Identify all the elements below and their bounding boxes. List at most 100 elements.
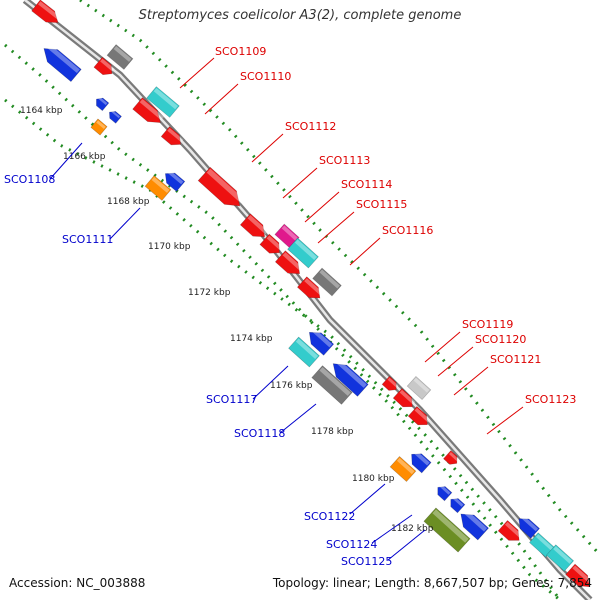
gene-feature-highlight-31 xyxy=(413,450,430,466)
gene-feature-highlight-6 xyxy=(111,110,121,119)
reverse-gene-leader-line xyxy=(252,365,289,400)
gene-feature-1[interactable] xyxy=(31,0,63,28)
ruler-tick-label: 1176 kbp xyxy=(270,381,313,391)
forward-gene-label[interactable]: SCO1120 xyxy=(475,333,526,346)
gene-feature-3[interactable] xyxy=(93,56,116,79)
forward-gene-leader-line xyxy=(204,83,239,115)
dotted-guide-line-3 xyxy=(79,0,600,556)
gene-feature-13[interactable] xyxy=(197,166,246,212)
forward-gene-label[interactable]: SCO1112 xyxy=(285,120,336,133)
reverse-gene-label[interactable]: SCO1117 xyxy=(206,393,257,406)
forward-gene-label[interactable]: SCO1110 xyxy=(240,70,291,83)
gene-feature-highlight-9 xyxy=(139,99,164,121)
gene-feature-35[interactable] xyxy=(423,507,471,553)
forward-gene-label[interactable]: SCO1113 xyxy=(319,154,370,167)
gene-feature-40[interactable] xyxy=(565,563,595,592)
forward-gene-leader-line xyxy=(304,191,340,223)
gene-feature-21[interactable] xyxy=(288,336,320,368)
reverse-gene-leader-line xyxy=(279,403,317,434)
reverse-gene-label[interactable]: SCO1118 xyxy=(234,427,285,440)
gene-feature-highlight-40 xyxy=(572,565,593,585)
forward-gene-leader-line xyxy=(349,237,381,266)
gene-feature-highlight-28 xyxy=(414,407,431,423)
gene-feature-37[interactable] xyxy=(514,514,540,539)
forward-gene-label[interactable]: SCO1116 xyxy=(382,224,433,237)
gene-feature-27[interactable] xyxy=(392,388,417,411)
reverse-gene-leader-line xyxy=(371,514,413,544)
reverse-gene-label[interactable]: SCO1122 xyxy=(304,510,355,523)
gene-feature-14[interactable] xyxy=(239,213,269,243)
gene-feature-20[interactable] xyxy=(312,267,342,297)
gene-feature-36[interactable] xyxy=(497,520,524,545)
forward-gene-label[interactable]: SCO1109 xyxy=(215,45,266,58)
gene-feature-9[interactable] xyxy=(132,97,166,129)
gene-feature-highlight-30 xyxy=(396,457,415,475)
gene-feature-highlight-1 xyxy=(38,1,61,21)
gene-feature-highlight-24 xyxy=(335,359,367,388)
ruler-tick-label: 1178 kbp xyxy=(311,427,354,437)
reverse-gene-leader-line xyxy=(349,483,386,515)
gene-feature-highlight-5 xyxy=(98,96,108,106)
forward-gene-label[interactable]: SCO1121 xyxy=(490,353,541,366)
gene-feature-highlight-10 xyxy=(167,128,184,143)
gene-feature-12[interactable] xyxy=(161,169,186,192)
gene-feature-31[interactable] xyxy=(407,449,432,474)
gene-feature-7[interactable] xyxy=(90,118,108,136)
gene-feature-highlight-35 xyxy=(432,509,469,543)
gene-feature-highlight-8 xyxy=(153,88,178,110)
gene-feature-22[interactable] xyxy=(304,327,335,356)
reverse-gene-label[interactable]: SCO1124 xyxy=(326,538,377,551)
reverse-gene-label[interactable]: SCO1125 xyxy=(341,555,392,568)
gene-feature-10[interactable] xyxy=(160,126,185,150)
gene-feature-highlight-34 xyxy=(463,509,488,532)
gene-feature-highlight-39 xyxy=(553,546,573,564)
forward-gene-label[interactable]: SCO1119 xyxy=(462,318,513,331)
reverse-gene-leader-line xyxy=(109,207,141,240)
gene-feature-highlight-13 xyxy=(206,168,245,204)
gene-feature-highlight-22 xyxy=(311,328,333,348)
gene-feature-2[interactable] xyxy=(39,42,82,83)
forward-gene-leader-line xyxy=(251,133,284,163)
gene-feature-highlight-21 xyxy=(295,338,319,360)
gene-feature-highlight-23 xyxy=(319,367,351,396)
gene-feature-highlight-12 xyxy=(167,170,184,185)
gene-feature-28[interactable] xyxy=(407,406,432,429)
ruler-tick-label: 1168 kbp xyxy=(107,197,150,207)
gene-feature-26[interactable] xyxy=(406,376,432,400)
gene-feature-4[interactable] xyxy=(106,44,134,70)
gene-feature-highlight-20 xyxy=(319,269,340,289)
gene-feature-highlight-17 xyxy=(294,239,318,261)
gene-feature-highlight-37 xyxy=(520,515,539,532)
gene-feature-29[interactable] xyxy=(443,450,460,468)
gene-feature-24[interactable] xyxy=(328,358,369,397)
gene-feature-8[interactable] xyxy=(146,86,180,118)
gene-feature-18[interactable] xyxy=(274,250,304,280)
forward-gene-label[interactable]: SCO1123 xyxy=(525,393,576,406)
reverse-gene-label[interactable]: SCO1111 xyxy=(62,233,113,246)
forward-gene-label[interactable]: SCO1115 xyxy=(356,198,407,211)
gene-feature-highlight-7 xyxy=(96,120,106,129)
forward-gene-label[interactable]: SCO1114 xyxy=(341,178,392,191)
gene-feature-highlight-25 xyxy=(387,377,399,388)
gene-feature-15[interactable] xyxy=(259,233,284,258)
gene-feature-highlight-15 xyxy=(266,235,283,251)
gene-feature-30[interactable] xyxy=(389,456,417,482)
gene-feature-34[interactable] xyxy=(455,508,489,541)
gene-feature-6[interactable] xyxy=(107,109,122,124)
gene-feature-5[interactable] xyxy=(93,95,110,112)
map-title: Streptomyces coelicolor A3(2), complete … xyxy=(138,8,462,23)
gene-feature-33[interactable] xyxy=(447,495,466,514)
gene-feature-19[interactable] xyxy=(296,276,324,303)
gene-feature-11[interactable] xyxy=(144,175,172,201)
reverse-gene-label[interactable]: SCO1108 xyxy=(4,173,55,186)
gene-feature-39[interactable] xyxy=(545,544,575,572)
gene-feature-38[interactable] xyxy=(529,532,555,558)
gene-feature-highlight-14 xyxy=(247,215,269,235)
gene-feature-23[interactable] xyxy=(311,365,353,405)
gene-feature-32[interactable] xyxy=(434,483,453,502)
gene-feature-17[interactable] xyxy=(287,237,319,269)
gene-feature-25[interactable] xyxy=(381,375,400,394)
forward-gene-leader-line xyxy=(453,366,489,396)
gene-feature-highlight-36 xyxy=(504,521,523,539)
